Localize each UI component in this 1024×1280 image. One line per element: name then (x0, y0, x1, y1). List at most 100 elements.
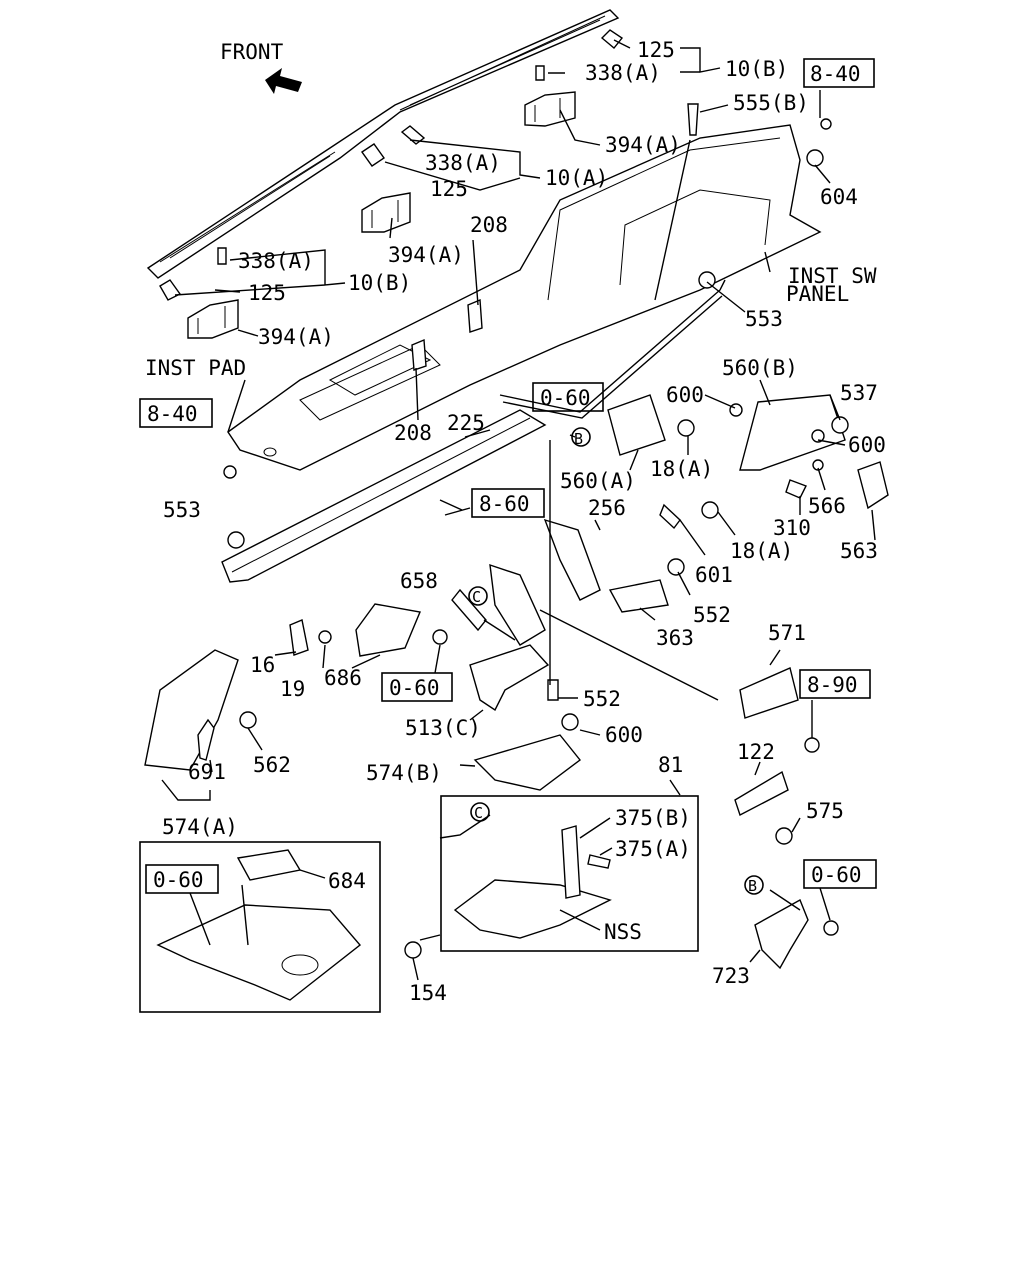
label-0-60: 0-60 (153, 868, 204, 892)
label-574b: 574(B) (366, 761, 442, 785)
label-555b: 555(B) (733, 91, 809, 115)
bracket-center (489, 563, 546, 646)
label-604: 604 (820, 185, 858, 209)
label-658: 658 (400, 569, 438, 593)
label-225: 225 (447, 411, 485, 435)
label-338a: 338(A) (585, 61, 661, 85)
label-256: 256 (588, 496, 626, 520)
clip-394a-3 (187, 299, 239, 339)
label-inst-sw: INST SW (788, 264, 877, 288)
ref-box-8-40-left (139, 398, 213, 428)
nut-0-60-d (823, 920, 839, 936)
label-552: 552 (693, 603, 731, 627)
label-122: 122 (737, 740, 775, 764)
label-552: 552 (583, 687, 621, 711)
label-363: 363 (656, 626, 694, 650)
label-b: B (574, 430, 583, 448)
ref-box-0-60-c (145, 864, 219, 894)
front-arrow-icon (265, 68, 302, 94)
clip-208-b (411, 338, 427, 371)
label-562: 562 (253, 753, 291, 777)
bracket-686 (355, 603, 421, 657)
ref-box-0-60-d (803, 859, 877, 889)
label-125: 125 (637, 38, 675, 62)
tube-line-2 (539, 609, 719, 701)
clip-604 (806, 149, 824, 167)
label-375a: 375(A) (615, 837, 691, 861)
clip-691 (197, 718, 215, 761)
label-310: 310 (773, 516, 811, 540)
ref-circle-b-1 (571, 427, 591, 447)
label-600: 600 (605, 723, 643, 747)
front-label: FRONT (220, 40, 284, 64)
label-b: B (748, 877, 757, 895)
label-0-60: 0-60 (540, 386, 591, 410)
label-686: 686 (324, 666, 362, 690)
label-600: 600 (666, 383, 704, 407)
label-338a: 338(A) (425, 151, 501, 175)
label-394a: 394(A) (258, 325, 334, 349)
bracket-560b (739, 394, 846, 471)
nss-bracket (453, 825, 612, 939)
bracket-363 (608, 579, 669, 613)
nut-154 (404, 941, 422, 959)
instrument-pad (227, 124, 822, 471)
label-537: 537 (840, 381, 878, 405)
spacer-658 (451, 588, 487, 632)
clip-208-a (467, 298, 483, 333)
nut-553-a (698, 271, 716, 289)
bolt-552-a (667, 558, 685, 576)
nut-600-c (561, 713, 579, 731)
label-10b: 10(B) (725, 57, 788, 81)
label-394a: 394(A) (605, 133, 681, 157)
label-panel: PANEL (786, 282, 849, 306)
label-16: 16 (250, 653, 275, 677)
bracket-560a (607, 394, 666, 456)
bracket-513c (469, 644, 550, 712)
label-8-60: 8-60 (479, 492, 530, 516)
label-571: 571 (768, 621, 806, 645)
switch-122 (734, 770, 789, 816)
bolt-18a-1 (677, 419, 695, 437)
label-208: 208 (470, 213, 508, 237)
label-553: 553 (745, 307, 783, 331)
leader-555b (654, 139, 691, 301)
bracket-574b (473, 734, 581, 791)
label-10a: 10(A) (545, 166, 608, 190)
bolt-555b (687, 103, 699, 136)
washer-840-left (223, 465, 237, 479)
label-394a: 394(A) (388, 243, 464, 267)
ref-box-8-40-top (803, 58, 875, 88)
ref-box-0-60-a (532, 382, 604, 412)
label-154: 154 (409, 981, 447, 1005)
label-c: C (472, 588, 481, 606)
bolt-8-90 (804, 737, 820, 753)
inset-684-box (139, 841, 381, 1013)
washer-600-a (729, 403, 743, 417)
defroster-nozzle (146, 9, 620, 279)
bolt-18a-2 (701, 501, 719, 519)
label-684: 684 (328, 869, 366, 893)
clip-394a-1 (524, 91, 576, 127)
bolt-562 (239, 711, 257, 729)
label-0-60: 0-60 (389, 676, 440, 700)
cross-tube (499, 279, 726, 419)
screw-338a-1 (535, 65, 545, 81)
label-553: 553 (163, 498, 201, 522)
label-18a: 18(A) (650, 457, 713, 481)
label-18a: 18(A) (730, 539, 793, 563)
label-208: 208 (394, 421, 432, 445)
nut-553-b (227, 531, 245, 549)
label-723: 723 (712, 964, 750, 988)
leader-lines (161, 39, 876, 981)
ref-circle-b-2 (744, 875, 764, 895)
label-601: 601 (695, 563, 733, 587)
washer-840 (820, 118, 832, 130)
bracket-601 (659, 503, 681, 530)
clip-394a-2 (361, 192, 411, 233)
duct-574a (144, 649, 239, 771)
label-560a: 560(A) (560, 469, 636, 493)
bracket-723 (754, 899, 809, 970)
label-0-60: 0-60 (811, 863, 862, 887)
